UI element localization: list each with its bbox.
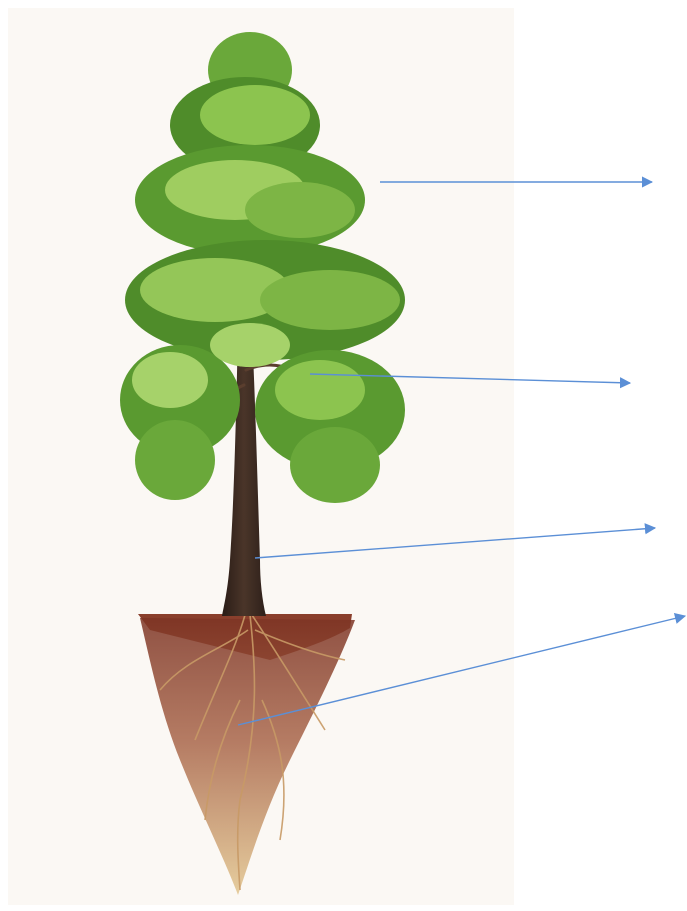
tree-diagram bbox=[0, 0, 687, 911]
diagram-stage bbox=[0, 0, 687, 911]
